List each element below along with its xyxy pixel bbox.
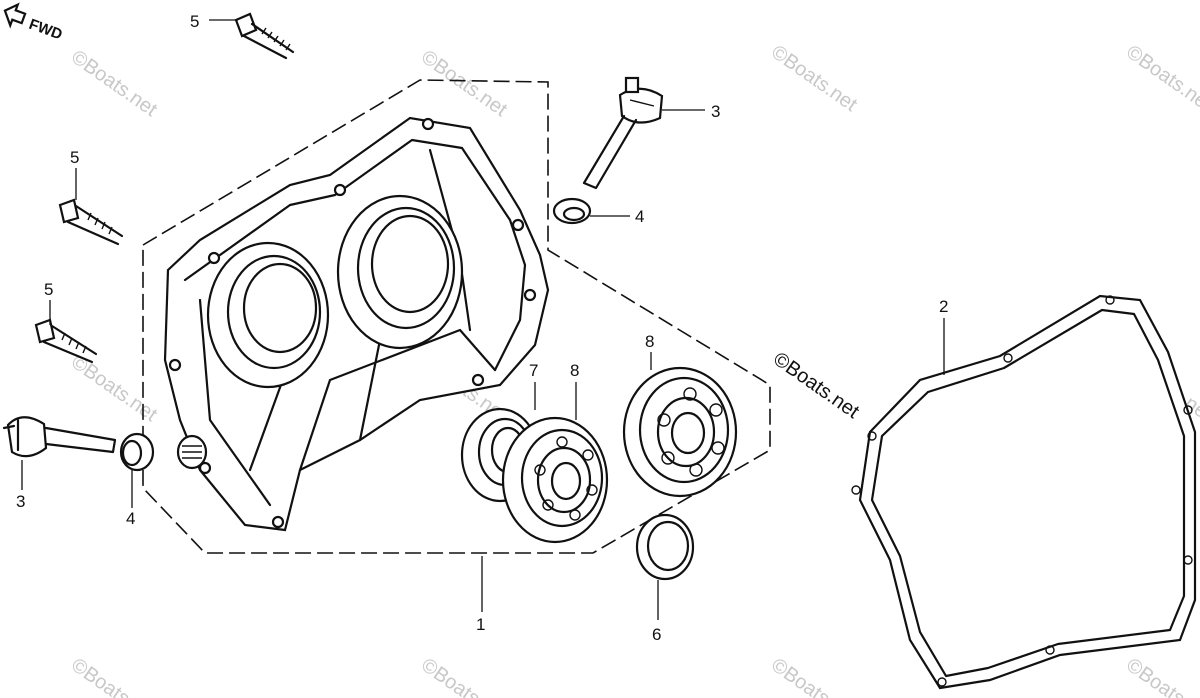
- fwd-indicator: FWD: [3, 2, 65, 44]
- oring-left: [119, 432, 155, 472]
- callout-oring-right: 4: [635, 207, 644, 226]
- assembly-outline: [142, 79, 771, 554]
- callout-oring-left: 4: [126, 509, 135, 528]
- dipstick-left: [2, 416, 117, 458]
- callout-bolt-lower: 5: [44, 280, 53, 299]
- watermark-1: ©Boats.net: [67, 46, 161, 121]
- callout-dipstick-left: 3: [16, 492, 25, 511]
- watermark-10: ©Boats.net: [417, 654, 511, 698]
- callout-dipstick-right: 3: [711, 102, 720, 121]
- oring-right: [552, 197, 592, 225]
- bolt-lower: [34, 318, 98, 364]
- oil-seal: [635, 513, 695, 581]
- callout-bearing-small: 7: [529, 361, 538, 380]
- watermark-11: ©Boats.net: [767, 654, 861, 698]
- callout-oil-seal: 6: [652, 625, 661, 644]
- watermark-7: ©Boats.net: [769, 348, 863, 423]
- watermark-3: ©Boats.net: [767, 41, 861, 116]
- bolt-middle: [58, 198, 124, 246]
- bearing-center: [501, 416, 609, 544]
- watermark-9: ©Boats.net: [67, 654, 161, 698]
- callout-main-cover: 1: [476, 615, 485, 634]
- watermark-2: ©Boats.net: [417, 46, 511, 121]
- dipstick-right: [582, 76, 664, 190]
- callout-bearing-right: 8: [645, 332, 654, 351]
- callout-bearing-center: 8: [570, 361, 579, 380]
- callout-bolt-middle: 5: [70, 148, 79, 167]
- callout-bolt-top: 5: [190, 12, 199, 31]
- main-cover: [163, 116, 550, 532]
- fwd-arrow-icon: [3, 2, 27, 29]
- fwd-label: FWD: [27, 16, 65, 44]
- callouts: 5 5 5 3 4 3 4 2 7 8 8 6 1: [16, 12, 948, 644]
- callout-gasket: 2: [939, 297, 948, 316]
- leader-lines: [21, 19, 945, 620]
- watermark-12: ©Boats.net: [1122, 654, 1200, 698]
- gasket: [851, 294, 1197, 690]
- watermark-5: ©Boats.net: [67, 351, 161, 426]
- watermark-4: ©Boats.net: [1122, 41, 1200, 116]
- bearing-right: [622, 366, 738, 498]
- bolt-top: [234, 12, 295, 60]
